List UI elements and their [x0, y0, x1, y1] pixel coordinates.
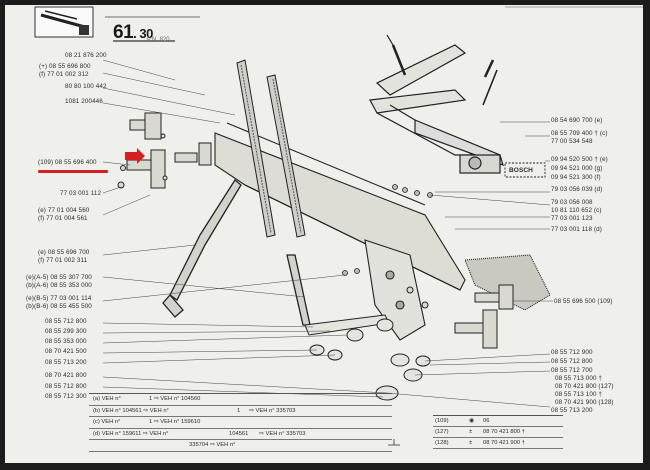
ref-label: 10 81 110 652 (c)	[551, 207, 602, 214]
ref-label: 77 03 001 118 (d)	[551, 226, 602, 233]
ref-label: (b)(A-6) 08 55 353 000	[26, 282, 92, 289]
legend-cell: 335704 ⇨ VEH n°	[189, 442, 236, 449]
ref-label: 08 21 876 200	[65, 52, 107, 59]
ref-label: (b)(B-6) 08 55 455 500	[26, 303, 92, 310]
legend-row: (128) ± 08 70 421 900 †	[433, 438, 563, 449]
ref-label: (e)(B-5) 77 03 001 114	[26, 295, 92, 302]
ref-label: 08 55 712 900	[551, 349, 593, 356]
orientation-mark-icon	[388, 439, 400, 446]
red-annotation	[38, 148, 145, 173]
wiper-pivot-parts	[117, 112, 212, 189]
legend-cell: 1	[237, 407, 241, 414]
ref-label: (f) 77 01 004 561	[38, 215, 88, 222]
legend-cell: 06	[483, 418, 490, 424]
ref-label: 77 00 534 548	[551, 138, 593, 145]
ref-label: 08 55 696 500 (109)	[554, 298, 613, 305]
legend-cell: 1 ⇨ VEH n° 104560	[149, 396, 201, 402]
dagger-icon: ±	[469, 429, 473, 435]
ref-label: 08 55 712 800	[45, 383, 87, 390]
ref-label: 08 55 712 700	[551, 367, 593, 374]
ref-label: 77 03 001 112	[60, 190, 102, 197]
wiper-pivot-right	[406, 284, 514, 349]
ref-label: (+) 08 55 696 800	[39, 63, 91, 70]
ref-label: 08 55 713 200	[45, 359, 87, 366]
ref-label: 08 55 712 800	[551, 358, 593, 365]
ref-label: (e)(A-5) 08 55 307 700	[26, 274, 92, 281]
ref-label: 08 55 709 400 † (c)	[551, 130, 608, 137]
legend-cell: (d) VEH n° 159611 ⇨ VEH n°	[93, 430, 169, 437]
thumbnail-wiper-icon	[34, 6, 94, 38]
ref-label: 09 94 521 300 (f)	[551, 174, 601, 181]
vehicle-number-legend: (a) VEH n° 1 ⇨ VEH n° 104560 (b) VEH n° …	[89, 393, 392, 452]
page-subtitle: P.N. 820	[147, 37, 170, 43]
ref-label: 80 80 100 442	[65, 83, 107, 90]
ref-label: 08 55 713 200	[551, 407, 593, 414]
wiper-linkage-assembly	[369, 34, 504, 174]
red-arrow-icon	[125, 148, 145, 164]
ref-label: 08 54 690 700 (e)	[551, 117, 603, 124]
ref-label: 09 94 521 000 (g)	[551, 165, 603, 172]
bosch-label: BOSCH	[509, 167, 533, 174]
ref-label: 08 55 713 100 †	[555, 391, 603, 398]
legend-row: (127) ± 08 70 421 800 †	[433, 427, 563, 438]
legend-row: (109) ◉ 06	[433, 416, 563, 427]
notes-legend: (109) ◉ 06 (127) ± 08 70 421 800 † (128)…	[433, 415, 563, 449]
legend-row: (a) VEH n° 1 ⇨ VEH n° 104560	[89, 394, 392, 406]
ref-label: 08 70 421 500	[45, 348, 87, 355]
ref-label: 08 55 299 300	[45, 328, 87, 335]
legend-cell: ⇨ VEH n° 335703	[259, 430, 306, 437]
legend-cell: 104561	[229, 430, 249, 437]
ref-label: 08 70 421 800 (127)	[555, 383, 614, 390]
legend-cell: (128)	[435, 440, 449, 446]
legend-cell: (c) VEH n°	[93, 419, 121, 426]
legend-row: 335704 ⇨ VEH n°	[89, 440, 392, 452]
ref-label: 08 55 713 000 †	[555, 375, 603, 382]
wiper-arm-left	[162, 179, 311, 326]
ref-label: (e) 77 01 004 560	[38, 207, 90, 214]
page-number: 61. 30	[113, 22, 153, 43]
push-rod-washers	[304, 314, 431, 401]
legend-cell: ⇨ VEH n° 335703	[249, 407, 296, 414]
ref-label: 09 94 520 500 † (e)	[551, 156, 608, 163]
ref-label: 08 55 712 800	[45, 318, 87, 325]
leader-lines-left	[102, 59, 388, 398]
wiper-frame-crossmember	[214, 122, 551, 341]
ref-label: 1081 200446	[65, 98, 103, 105]
legend-row: (c) VEH n° 1 ⇨ VEH n° 159610	[89, 417, 392, 429]
ref-label: 08 55 353 000	[45, 338, 87, 345]
legend-row: (b) VEH n° 104561 ⇨ VEH n° 1 ⇨ VEH n° 33…	[89, 406, 392, 418]
ref-label: 79 03 056 008	[551, 199, 593, 206]
parts-catalog-page: 61. 30 P.N. 820 08 21 876 200 (+) 08 55 …	[5, 5, 643, 463]
red-underline	[38, 170, 108, 173]
legend-cell: (127)	[435, 429, 449, 435]
exploded-diagram	[34, 6, 643, 446]
legend-cell: 08 70 421 800 †	[483, 429, 525, 435]
dagger-icon: ±	[469, 440, 473, 446]
legend-row: (d) VEH n° 159611 ⇨ VEH n° 104561 ⇨ VEH …	[89, 429, 392, 441]
leader-lines-right	[386, 121, 553, 408]
ref-label: (f) 77 01 002 311	[38, 257, 88, 264]
ref-label-highlighted: (109) 08 55 696 400	[38, 159, 97, 166]
ref-label: 08 70 421 800	[45, 372, 87, 379]
legend-cell: (b) VEH n° 104561 ⇨ VEH n°	[93, 407, 169, 414]
legend-cell: (a) VEH n°	[93, 396, 121, 402]
ref-label: 77 03 001 123	[551, 215, 593, 222]
legend-cell: 08 70 421 900 †	[483, 440, 525, 446]
ref-label: (e) 08 55 696 700	[38, 249, 90, 256]
ref-label: 08 55 712 300	[45, 393, 87, 400]
legend-cell: 1 ⇨ VEH n° 159610	[149, 419, 201, 426]
ref-label: 08 70 421 900 (128)	[555, 399, 614, 406]
ref-label: 79 03 056 039 (d)	[551, 186, 603, 193]
ref-label: (f) 77 01 002 312	[39, 71, 89, 78]
wiper-blade-left	[236, 59, 306, 238]
eye-icon: ◉	[469, 418, 475, 424]
legend-cell: (109)	[435, 418, 449, 424]
